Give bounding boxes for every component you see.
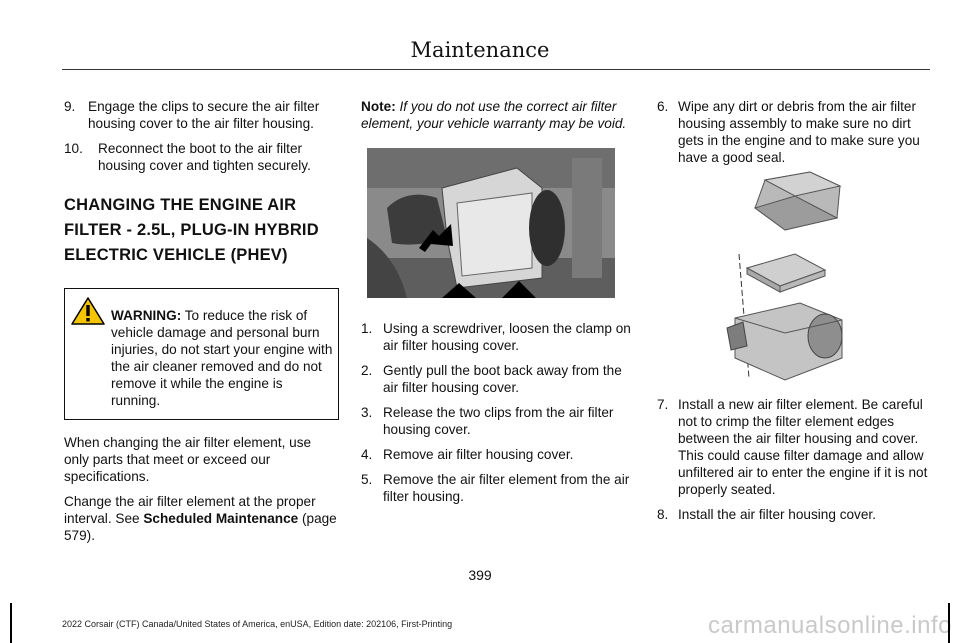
step-text: Using a screwdriver, loosen the clamp on…	[383, 321, 631, 353]
header-rule	[62, 69, 930, 70]
crop-mark	[10, 603, 12, 643]
crop-mark	[948, 603, 950, 643]
warning-text: To reduce the risk of vehicle damage and…	[111, 308, 333, 408]
warning-label: WARNING:	[111, 308, 182, 323]
step-number: 9.	[64, 99, 76, 114]
step-text: Remove the air filter element from the a…	[383, 472, 630, 504]
engine-air-filter-photo	[367, 148, 615, 298]
column-1: 9. Engage the clips to secure the air fi…	[64, 98, 339, 552]
step-text: Install a new air filter element. Be car…	[678, 397, 928, 497]
step-number: 1.	[361, 321, 373, 336]
step-8: 8. Install the air filter housing cover.	[657, 506, 932, 523]
step-text: Release the two clips from the air filte…	[383, 405, 614, 437]
step-7: 7. Install a new air filter element. Be …	[657, 396, 932, 498]
step-number: 10.	[64, 141, 83, 156]
note: Note: If you do not use the correct air …	[361, 98, 636, 132]
step-9: 9. Engage the clips to secure the air fi…	[64, 98, 339, 132]
para-text-page: (page 579).	[64, 511, 337, 543]
step-1: 1. Using a screwdriver, loosen the clamp…	[361, 320, 636, 354]
section-heading: CHANGING THE ENGINE AIR FILTER - 2.5L, P…	[64, 196, 319, 264]
note-text: If you do not use the correct air filter…	[361, 99, 627, 131]
paragraph-interval: Change the air filter element at the pro…	[64, 493, 339, 544]
note-label: Note:	[361, 99, 396, 114]
step-5: 5. Remove the air filter element from th…	[361, 471, 636, 505]
page-header-title: Maintenance	[410, 38, 550, 62]
warning-triangle-icon	[71, 297, 105, 325]
scheduled-maintenance-link[interactable]: Scheduled Maintenance	[143, 511, 299, 526]
step-number: 6.	[657, 99, 669, 114]
step-6: 6. Wipe any dirt or debris from the air …	[657, 98, 932, 166]
step-4: 4. Remove air filter housing cover.	[361, 446, 636, 463]
step-text: Reconnect the boot to the air filter hou…	[98, 141, 311, 173]
air-filter-exploded-diagram	[726, 171, 843, 381]
watermark: carmanualsonline.info	[708, 612, 952, 639]
step-number: 2.	[361, 363, 373, 378]
para-text: Change the air filter element at the pro…	[64, 494, 316, 526]
step-number: 5.	[361, 472, 373, 487]
step-2: 2. Gently pull the boot back away from t…	[361, 362, 636, 396]
column-2: Note: If you do not use the correct air …	[361, 98, 636, 513]
step-3: 3. Release the two clips from the air fi…	[361, 404, 636, 438]
warning-box: WARNING: To reduce the risk of vehicle d…	[64, 288, 339, 420]
step-text: Wipe any dirt or debris from the air fil…	[678, 99, 920, 165]
step-text: Install the air filter housing cover.	[678, 507, 876, 522]
step-text: Gently pull the boot back away from the …	[383, 363, 622, 395]
step-number: 4.	[361, 447, 373, 462]
column-3: 6. Wipe any dirt or debris from the air …	[657, 98, 932, 531]
step-number: 8.	[657, 507, 669, 522]
step-number: 7.	[657, 397, 669, 412]
paragraph-parts: When changing the air filter element, us…	[64, 435, 312, 484]
footer-text: 2022 Corsair (CTF) Canada/United States …	[62, 619, 453, 629]
step-text: Remove air filter housing cover.	[383, 447, 574, 462]
step-text: Engage the clips to secure the air filte…	[88, 99, 320, 131]
step-10: 10. Reconnect the boot to the air filter…	[64, 140, 339, 174]
step-number: 3.	[361, 405, 373, 420]
page-number: 399	[468, 567, 492, 583]
